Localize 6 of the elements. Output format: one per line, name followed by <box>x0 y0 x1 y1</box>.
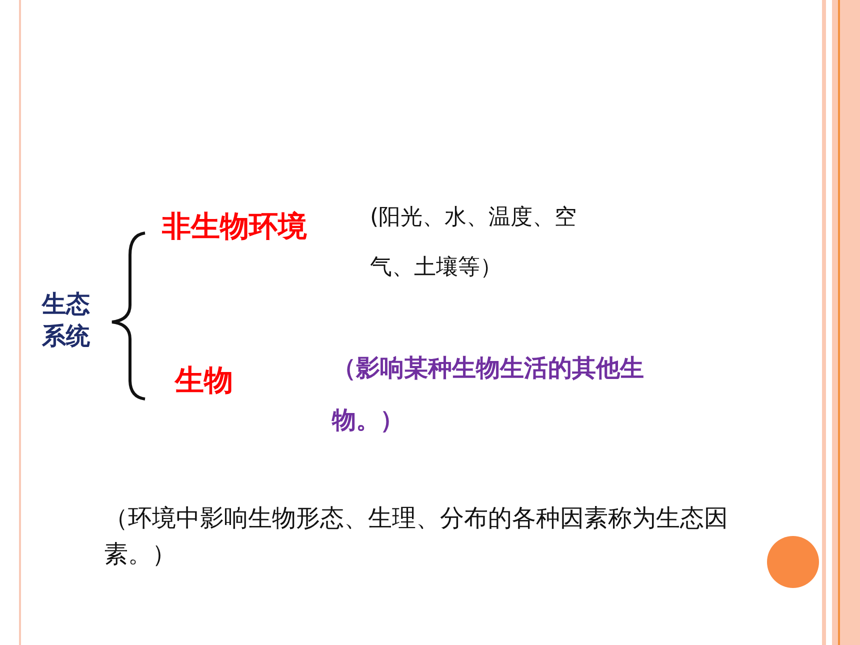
example-note: (阳光、水、温度、空气、土壤等） <box>370 204 578 282</box>
branch-term: 非生物环境 <box>162 208 307 245</box>
branch-term: 生物 <box>175 362 233 399</box>
definition-note: （环境中影响生物形态、生理、分布的各种因素称为生态因素。） <box>104 503 729 570</box>
root-term: 生态系统 <box>42 289 91 352</box>
example-note: （影响某种生物生活的其他生物。） <box>332 353 645 436</box>
